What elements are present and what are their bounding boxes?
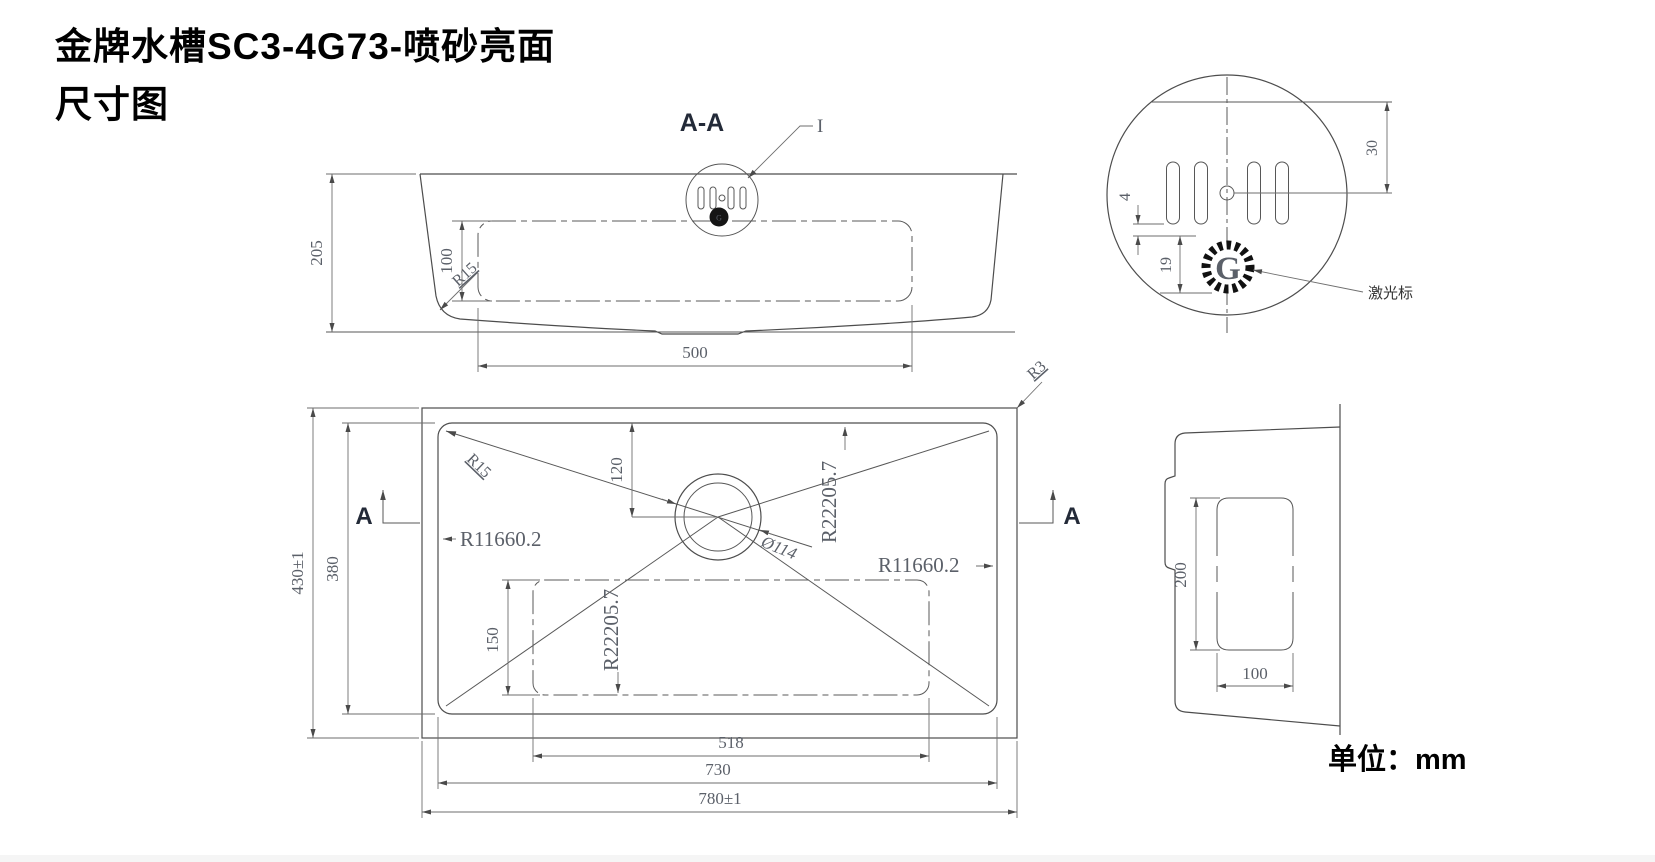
brand-logo-letter: G bbox=[1215, 251, 1241, 287]
section-view: 205 R15 100 500 bbox=[307, 109, 1017, 372]
dim-side-pocket-height: 200 bbox=[1171, 562, 1190, 588]
detail-view: 30 4 19 G 激光标 bbox=[1106, 74, 1413, 333]
dim-bowl-width: 730 bbox=[705, 760, 731, 779]
section-letter-left: A bbox=[355, 503, 372, 530]
section-marker-right: A bbox=[1019, 490, 1081, 530]
radius-wall-right-label: R11660.2 bbox=[878, 553, 959, 577]
plan-view: Ø114 R15 120 R11660.2 R11660.2 R22205.7 … bbox=[288, 358, 1081, 818]
radius-cross-lower-label: R22205.7 bbox=[599, 589, 623, 671]
radius-corner-label-plan: R15 bbox=[463, 451, 494, 482]
brand-g-logo: G bbox=[1201, 240, 1255, 294]
page-title: 金牌水槽SC3-4G73-喷砂亮面 bbox=[55, 26, 556, 67]
detail-balloon: G I bbox=[685, 116, 823, 237]
bottom-crease-lines bbox=[445, 430, 990, 707]
dim-logo-offset: 19 bbox=[1158, 257, 1175, 273]
overflow-slots-icon bbox=[697, 186, 747, 210]
unit-label: 单位：mm bbox=[1328, 744, 1467, 776]
bottom-strip bbox=[0, 855, 1655, 862]
dim-slot-gap: 4 bbox=[1117, 193, 1134, 201]
dim-overall-width: 780±1 bbox=[698, 789, 741, 808]
dim-drain-offset: 120 bbox=[607, 457, 626, 483]
dim-bottom-height: 150 bbox=[483, 627, 502, 653]
dim-tray-height: 100 bbox=[437, 248, 456, 274]
dim-section-depth: 205 bbox=[307, 240, 326, 266]
section-view-title: A-A bbox=[680, 109, 724, 137]
laser-mark-label: 激光标 bbox=[1368, 285, 1413, 302]
dim-tray-width: 500 bbox=[682, 343, 708, 362]
side-pocket-outline bbox=[1216, 497, 1294, 651]
radius-rim-label: R3 bbox=[1024, 358, 1049, 383]
detail-circle bbox=[1106, 74, 1348, 316]
side-view: 200 100 bbox=[1164, 404, 1341, 735]
dim-rim-to-center: 30 bbox=[1364, 140, 1381, 156]
detail-ref-label: I bbox=[817, 116, 823, 137]
dim-bowl-height: 380 bbox=[323, 556, 342, 582]
brand-logo-letter-small: G bbox=[716, 214, 722, 223]
radius-wall-left-label: R11660.2 bbox=[460, 527, 541, 551]
section-letter-right: A bbox=[1063, 503, 1080, 530]
brand-logo-dot: G bbox=[709, 207, 729, 227]
radius-cross-upper-label: R22205.7 bbox=[817, 461, 841, 543]
page-subtitle: 尺寸图 bbox=[55, 84, 169, 125]
dim-side-pocket-width: 100 bbox=[1242, 664, 1268, 683]
dim-bottom-width: 518 bbox=[718, 733, 744, 752]
dim-overall-height: 430±1 bbox=[288, 551, 307, 594]
section-marker-left: A bbox=[355, 490, 420, 530]
